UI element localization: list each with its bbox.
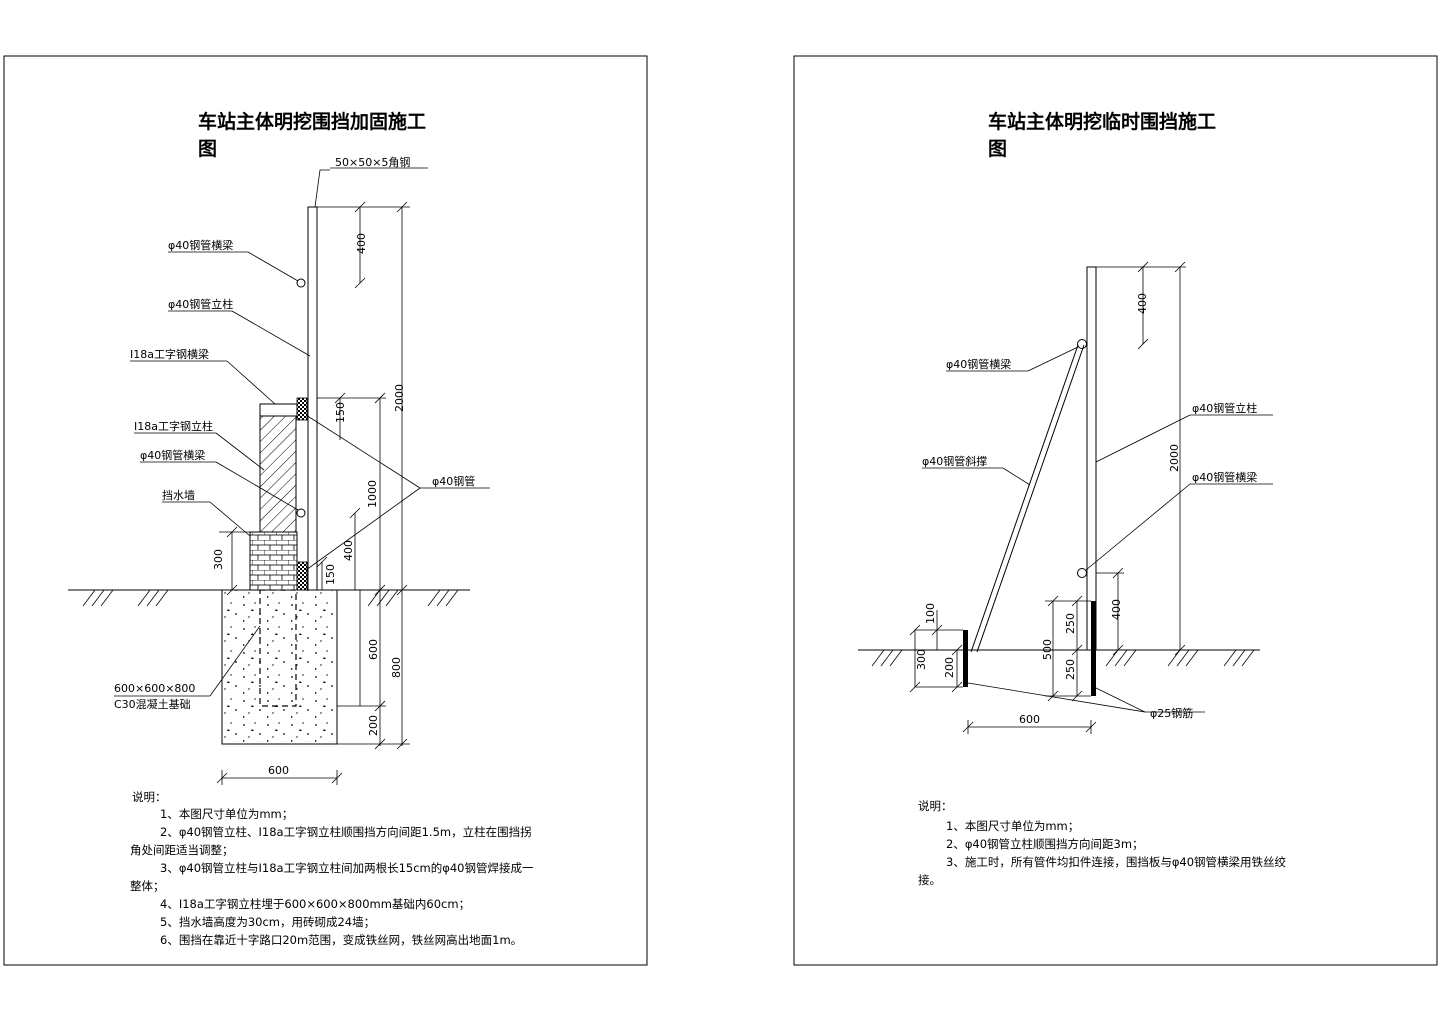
left-label-ibeam-beam: I18a工字钢横梁 (130, 347, 209, 361)
left-dim-150-top: 150 (334, 402, 347, 423)
right-dim-200: 200 (943, 657, 956, 678)
right-steel-post (1086, 266, 1097, 651)
right-ground (858, 649, 1260, 667)
left-dimensions (216, 201, 410, 785)
right-dim-300: 300 (915, 649, 928, 670)
right-dim-250-lower: 250 (1064, 659, 1077, 680)
left-dim-800: 800 (390, 657, 403, 678)
left-beam-mid-circle (296, 508, 306, 518)
left-concrete-foundation (221, 589, 338, 745)
right-dim-2000: 2000 (1168, 444, 1181, 472)
left-notes-title: 说明： (132, 790, 167, 804)
left-label-ibeam-column: I18a工字钢立柱 (134, 419, 213, 433)
left-dim-1000: 1000 (366, 480, 379, 508)
left-note-line: 1、本图尺寸单位为mm； (160, 807, 293, 821)
right-label-beam-top: φ40钢管横梁 (946, 357, 1011, 371)
left-leaders (114, 167, 490, 697)
right-rebar-left (963, 630, 968, 687)
left-sheet: 车站主体明挖围挡加固施工 图 (3, 55, 648, 966)
right-dim-400-low: 400 (1110, 599, 1123, 620)
left-dim-300: 300 (212, 549, 225, 570)
right-label-rebar: φ25钢筋 (1150, 706, 1193, 720)
right-beam-low-circle (1077, 568, 1087, 578)
left-label-angle-steel: 50×50×5角钢 (335, 156, 410, 169)
left-label-beam-mid: φ40钢管横梁 (140, 448, 205, 462)
right-title-line2: 图 (988, 138, 1007, 160)
right-note-line: 接。 (918, 873, 941, 887)
right-note-line: 1、本图尺寸单位为mm； (946, 819, 1079, 833)
left-note-line: 整体； (130, 879, 165, 893)
left-dim-400-mid: 400 (342, 540, 355, 561)
right-label-beam-low: φ40钢管横梁 (1192, 470, 1257, 484)
right-label-post: φ40钢管立柱 (1192, 401, 1257, 415)
right-sheet: 车站主体明挖临时围挡施工 图 (793, 55, 1438, 966)
left-note-line: 5、挡水墙高度为30cm，用砖砌成24墙； (160, 915, 375, 929)
left-dim-400-top: 400 (355, 233, 368, 254)
right-brace-line-a (970, 344, 1079, 653)
left-title-line1: 车站主体明挖围挡加固施工 (198, 110, 426, 133)
left-beam-top-circle (296, 278, 306, 288)
left-note-line: 6、围挡在靠近十字路口20m范围，变成铁丝网，铁丝网高出地面1m。 (160, 933, 522, 947)
left-water-wall (249, 531, 298, 591)
right-dim-500: 500 (1041, 639, 1054, 660)
left-note-line: 2、φ40钢管立柱、I18a工字钢立柱顺围挡方向间距1.5m，立柱在围挡拐 (160, 825, 532, 839)
left-connector-top (296, 397, 308, 421)
left-dim-600-horizontal: 600 (268, 764, 289, 777)
left-ground (68, 589, 470, 607)
left-note-line: 4、I18a工字钢立柱埋于600×600×800mm基础内60cm； (160, 897, 470, 911)
left-note-line: 角处间距适当调整； (130, 843, 234, 857)
right-dim-250-upper: 250 (1064, 613, 1077, 634)
left-sheet-border (3, 55, 648, 966)
right-leaders (922, 346, 1273, 713)
right-rebar-right (1091, 601, 1096, 696)
right-dim-400-top: 400 (1136, 293, 1149, 314)
left-steel-post (307, 206, 318, 591)
right-note-line: 2、φ40钢管立柱顺围挡方向间距3m； (946, 837, 1144, 851)
right-notes-title: 说明： (918, 799, 953, 813)
right-label-brace: φ40钢管斜撑 (922, 454, 987, 468)
left-dim-200: 200 (367, 715, 380, 736)
left-label-beam-top: φ40钢管横梁 (168, 238, 233, 252)
left-note-line: 3、φ40钢管立柱与I18a工字钢立柱间加两根长15cm的φ40钢管焊接成一 (160, 861, 534, 875)
right-title-line1: 车站主体明挖临时围挡施工 (988, 110, 1216, 133)
left-dim-2000: 2000 (393, 384, 406, 412)
right-sheet-border (793, 55, 1438, 966)
left-ibeam-beam (259, 403, 298, 417)
left-embedded-ibeam (259, 589, 297, 707)
left-label-post: φ40钢管立柱 (168, 297, 233, 311)
left-label-water-wall: 挡水墙 (162, 488, 195, 502)
right-beam-top-circle (1077, 339, 1087, 349)
left-ibeam-column (259, 415, 297, 533)
left-label-pipe: φ40钢管 (432, 474, 475, 488)
right-dimensions (909, 261, 1186, 734)
left-label-foundation-material: C30混凝土基础 (114, 697, 191, 711)
right-dim-100: 100 (924, 603, 937, 624)
left-title-line2: 图 (198, 138, 217, 160)
right-brace-line-b (976, 344, 1085, 653)
right-dim-600: 600 (1019, 713, 1040, 726)
left-connector-bottom (296, 561, 308, 591)
right-note-line: 3、施工时，所有管件均扣件连接，围挡板与φ40钢管横梁用铁丝绞 (946, 855, 1286, 869)
left-label-foundation-size: 600×600×800 (114, 682, 195, 695)
left-dim-150-bottom: 150 (324, 564, 337, 585)
left-dim-600-vertical: 600 (367, 639, 380, 660)
